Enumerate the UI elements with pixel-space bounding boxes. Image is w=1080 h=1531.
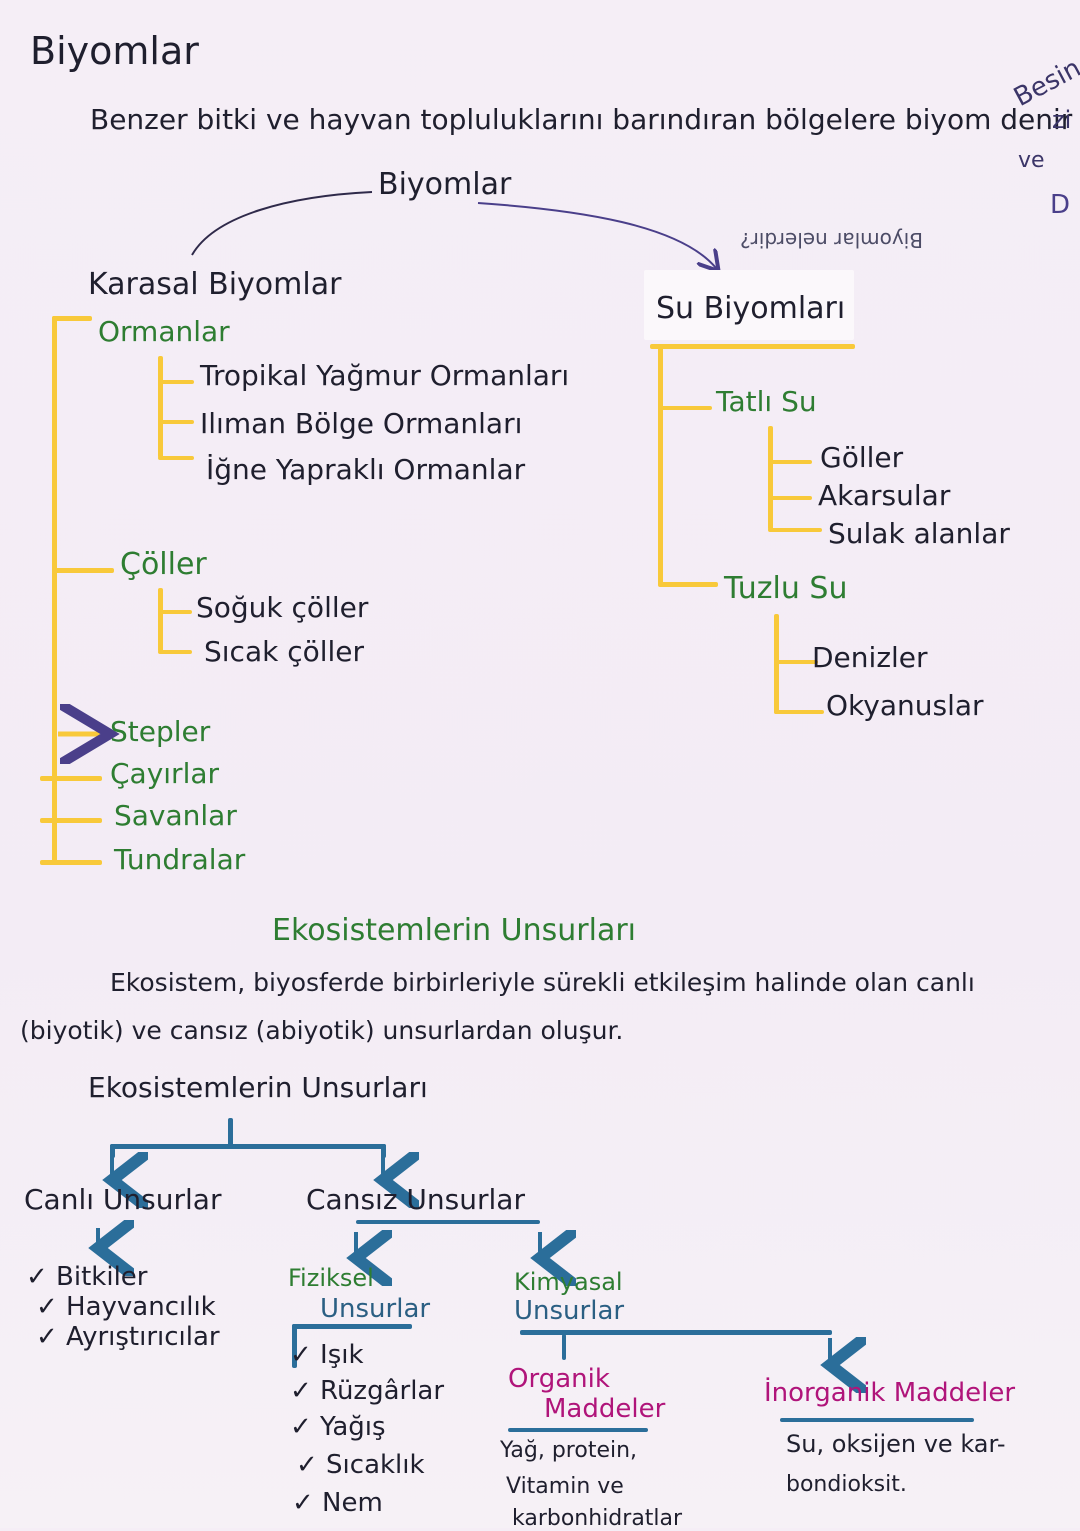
organik-text-line1: Yağ, protein, bbox=[500, 1438, 638, 1463]
orman-item-iliman: Ilıman Bölge Ormanları bbox=[200, 407, 523, 440]
karasal-branch-savanlar bbox=[40, 818, 102, 823]
fiziksel-label-line1: Fiziksel bbox=[288, 1264, 374, 1292]
ormanlar-tick-3 bbox=[158, 456, 194, 460]
biyom-definition: Benzer bitki ve hayvan topluluklarını ba… bbox=[90, 103, 1073, 136]
tree-right-drop bbox=[381, 1144, 386, 1158]
orman-item-tropikal: Tropikal Yağmur Ormanları bbox=[200, 359, 570, 392]
coller-tick-2 bbox=[158, 650, 192, 654]
organik-label-line1: Organik bbox=[508, 1364, 610, 1394]
tuzlu-tick-2 bbox=[774, 710, 824, 714]
su-trunk bbox=[658, 344, 663, 586]
tatli-item-goller: Göller bbox=[820, 441, 904, 474]
ormanlar-branch bbox=[158, 356, 163, 458]
tree-left-drop bbox=[110, 1144, 115, 1158]
stepler-label: Stepler bbox=[110, 715, 211, 748]
fiziksel-item-isik: ✓ Işık bbox=[290, 1340, 364, 1370]
karasal-trunk bbox=[52, 316, 57, 864]
canli-item-ayristiricilar: ✓ Ayrıştırıcılar bbox=[36, 1322, 220, 1352]
cayirlar-label: Çayırlar bbox=[110, 757, 220, 790]
biyomlar-question-note: Biyomlar nelerdir? bbox=[740, 228, 924, 252]
organik-label-line2: Maddeler bbox=[544, 1394, 666, 1424]
ekosistem-definition-line2: (biyotik) ve cansız (abiyotik) unsurlard… bbox=[20, 1016, 624, 1045]
tuzlu-branch bbox=[774, 614, 779, 714]
tuzlu-tick-1 bbox=[774, 660, 818, 664]
ekosistem-definition-line1: Ekosistem, biyosferde birbirleriyle süre… bbox=[110, 968, 975, 997]
coller-label: Çöller bbox=[120, 547, 207, 582]
tatli-su-label: Tatlı Su bbox=[716, 385, 817, 418]
canli-item-bitkiler: ✓ Bitkiler bbox=[26, 1262, 148, 1292]
kimyasal-label-line1: Kimyasal bbox=[514, 1268, 623, 1296]
fiziksel-item-ruzgarlar: ✓ Rüzgârlar bbox=[290, 1376, 445, 1406]
tree-root-bar bbox=[110, 1144, 386, 1149]
cansiz-split-bar bbox=[356, 1220, 540, 1224]
fiziksel-item-nem: ✓ Nem bbox=[292, 1488, 383, 1518]
organik-underline bbox=[508, 1428, 648, 1432]
tuzlu-su-label: Tuzlu Su bbox=[724, 571, 848, 606]
karasal-branch-tundralar bbox=[40, 860, 102, 865]
canli-item-hayvancilik: ✓ Hayvancılık bbox=[36, 1292, 216, 1322]
organik-text-line2: Vitamin ve bbox=[506, 1474, 624, 1499]
tundralar-label: Tundralar bbox=[114, 843, 246, 876]
biyomlar-root-label: Biyomlar bbox=[378, 167, 512, 202]
ekosistem-tree-root: Ekosistemlerin Unsurları bbox=[88, 1071, 428, 1104]
fiziksel-item-sicaklik: ✓ Sıcaklık bbox=[296, 1450, 425, 1480]
karasal-branch-coller bbox=[52, 568, 114, 573]
coller-item-soguk: Soğuk çöller bbox=[196, 591, 369, 624]
karasal-branch-cayirlar bbox=[40, 776, 102, 781]
fiziksel-item-yagis: ✓ Yağış bbox=[290, 1412, 386, 1442]
fiziksel-underline bbox=[292, 1324, 412, 1329]
margin-note-3: ve bbox=[1018, 148, 1045, 173]
coller-item-sicak: Sıcak çöller bbox=[204, 635, 365, 668]
su-biyomlari-box bbox=[644, 270, 854, 340]
karasal-branch-ormanlar bbox=[52, 316, 92, 321]
ekosistem-heading: Ekosistemlerin Unsurları bbox=[272, 913, 636, 948]
kimyasal-label-line2: Unsurlar bbox=[514, 1296, 625, 1326]
inorganik-text-line1: Su, oksijen ve kar- bbox=[786, 1430, 1006, 1458]
su-biyomlari-title: Su Biyomları bbox=[656, 291, 846, 326]
coller-branch bbox=[158, 588, 163, 652]
cansiz-unsurlar-label: Cansız Unsurlar bbox=[306, 1183, 525, 1216]
tuzlu-item-okyanuslar: Okyanuslar bbox=[826, 689, 984, 722]
tatli-tick-2 bbox=[768, 496, 812, 500]
biyomlar-heading: Biyomlar bbox=[30, 29, 199, 73]
su-branch-tuzlu bbox=[658, 582, 718, 587]
tatli-tick-1 bbox=[768, 460, 812, 464]
canli-unsurlar-label: Canlı Unsurlar bbox=[24, 1183, 222, 1216]
tree-root-stem bbox=[228, 1118, 233, 1146]
ormanlar-tick-1 bbox=[158, 380, 194, 384]
tuzlu-item-denizler: Denizler bbox=[812, 641, 928, 674]
tatli-item-akarsular: Akarsular bbox=[818, 479, 951, 512]
karasal-biyomlar-title: Karasal Biyomlar bbox=[88, 267, 342, 302]
inorganik-label: İnorganik Maddeler bbox=[764, 1378, 1016, 1408]
inorganik-text-line2: bondioksit. bbox=[786, 1472, 907, 1497]
inorganik-underline bbox=[780, 1418, 974, 1422]
fiziksel-drop bbox=[292, 1324, 297, 1368]
savanlar-label: Savanlar bbox=[114, 799, 237, 832]
su-top-bar bbox=[650, 344, 855, 349]
organik-text-line3: karbonhidratlar bbox=[512, 1506, 683, 1531]
su-branch-tatli bbox=[658, 406, 712, 410]
tatli-tick-3 bbox=[768, 528, 822, 532]
kimyasal-split-bar bbox=[520, 1330, 832, 1335]
kimyasal-organik-drop bbox=[562, 1334, 566, 1360]
coller-tick-1 bbox=[158, 610, 192, 614]
orman-item-igne-yaprakli: İğne Yapraklı Ormanlar bbox=[206, 453, 526, 486]
tatli-item-sulak-alanlar: Sulak alanlar bbox=[828, 517, 1010, 550]
margin-note-4: D bbox=[1050, 190, 1071, 220]
margin-note-2: zi bbox=[1052, 106, 1072, 134]
ormanlar-tick-2 bbox=[158, 420, 194, 424]
tatli-branch bbox=[768, 426, 773, 530]
fiziksel-label-line2: Unsurlar bbox=[320, 1294, 431, 1324]
ormanlar-label: Ormanlar bbox=[98, 315, 230, 348]
